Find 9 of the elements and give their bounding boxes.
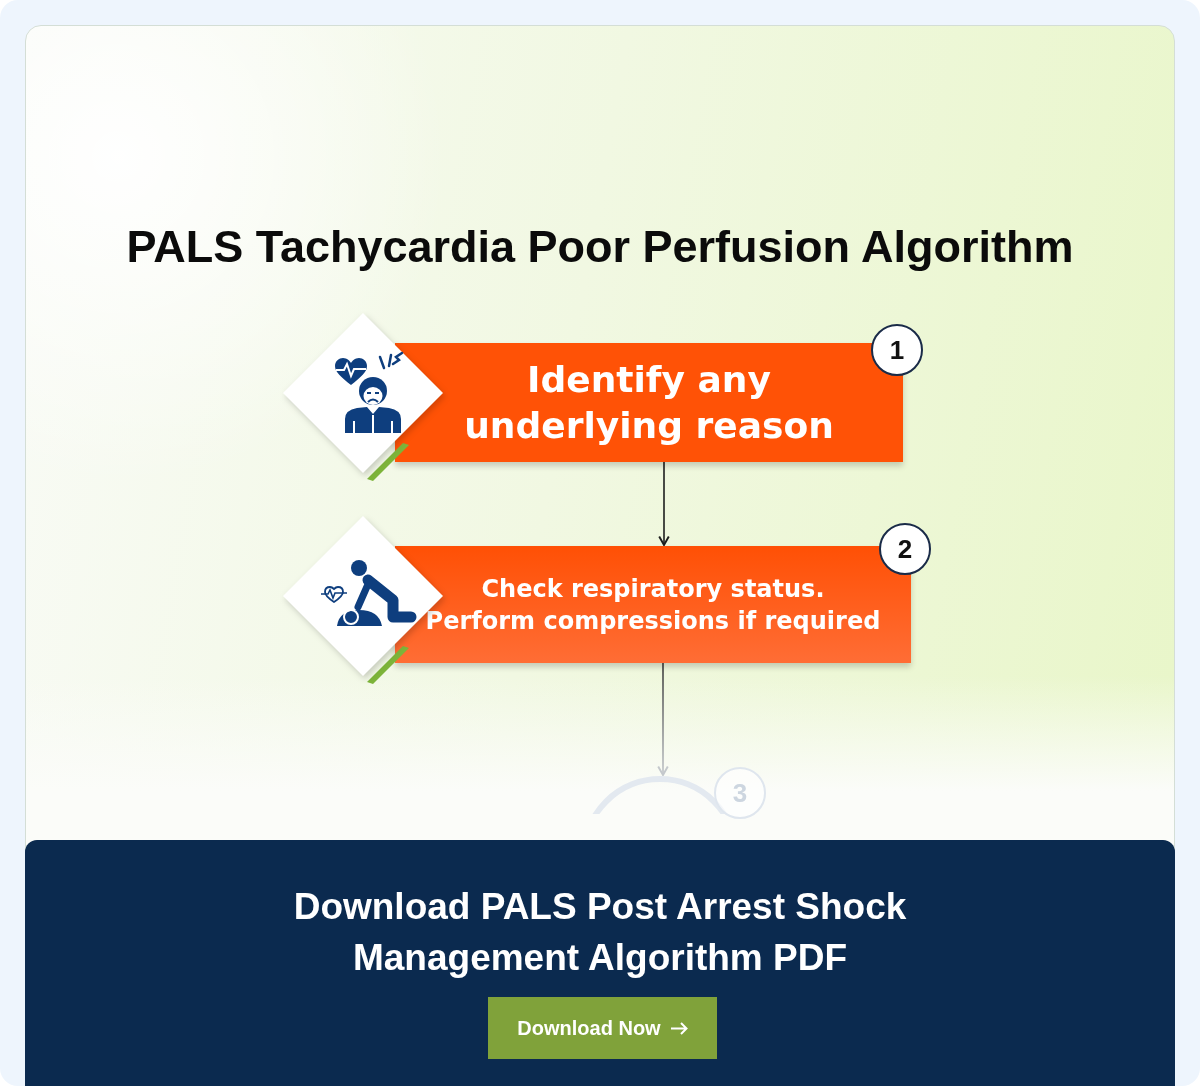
arrow — [657, 662, 669, 776]
arrow — [658, 461, 670, 546]
step-number: 1 — [871, 324, 923, 376]
download-button: Download Now — [488, 997, 717, 1059]
step-text: Identify any underlying reason — [463, 357, 835, 448]
step-number: 2 — [879, 523, 931, 575]
step-text: Check respiratory status. Perform compressions if required — [424, 573, 882, 637]
banner-heading: Download PALS Post Arrest Shock Management Algorithm PDF — [292, 885, 908, 980]
page-title: PALS Tachycardia Poor Perfusion Algorithm — [126, 220, 1074, 274]
